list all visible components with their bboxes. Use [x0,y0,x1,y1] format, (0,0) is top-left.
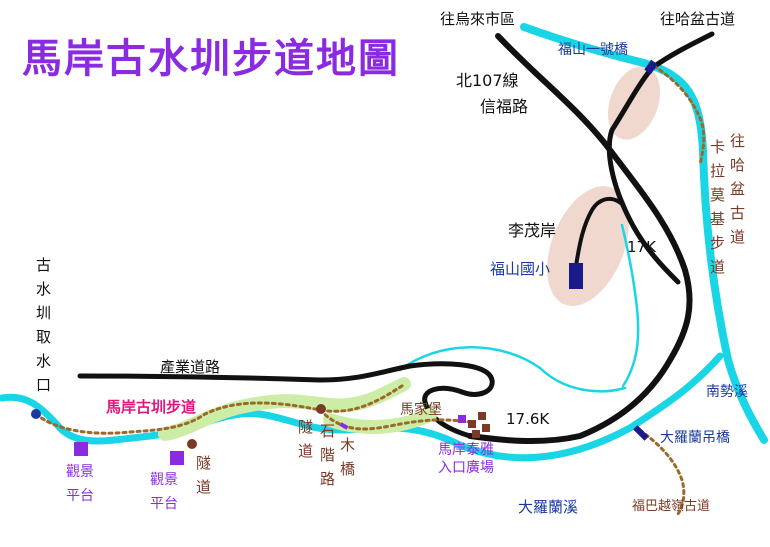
observation-platform-1 [74,442,88,456]
label-entrance-plaza-2: 入口廣場 [438,459,494,476]
vlabel-char: 古 [730,204,745,222]
peak-shade-limaoan [547,186,629,306]
vlabel-char: 橋 [340,460,355,478]
vlabel-char: 取 [36,328,51,346]
label-obs-1b: 平台 [66,488,94,504]
label-entrance-plaza-1: 馬岸泰雅 [438,442,494,458]
majia-buildings [458,412,490,438]
label-obs-2a: 觀景 [150,472,178,488]
vlabel-char: 水 [36,352,51,370]
vlabel-char: 隧 [196,454,211,472]
fushan-bridge1-marker [644,59,658,75]
vlabel-char: 路 [320,470,335,488]
label-industry-road: 產業道路 [160,358,220,376]
majia-switchback-road [77,361,495,439]
label-obs-2b: 平台 [150,496,178,512]
label-xinfu-road: 信福路 [480,97,528,116]
wood-bridge-marker [339,422,349,430]
tunnel-marker-1 [187,439,197,449]
label-karamoji: 卡 拉 莫 基 步 道 [710,138,725,276]
label-fuba-trail: 福巴越嶺古道 [632,499,710,514]
building [458,415,466,423]
label-obs-1a: 觀景 [66,464,94,480]
label-nanshi-creek: 南勢溪 [706,384,748,400]
vlabel-char: 道 [298,442,313,460]
vlabel-char: 道 [196,478,211,496]
vlabel-char: 基 [710,210,725,228]
stone-step-trail [318,408,472,431]
vlabel-char: 圳 [36,304,51,322]
fuba-trail-line [638,428,686,516]
peak-shade-north [607,66,661,140]
label-to-hapen-side: 往 哈 盆 古 道 [730,132,745,246]
label-hwy-107: 北107線 [456,71,519,90]
label-intake: 古 水 圳 取 水 口 [36,256,51,394]
label-trail-name: 馬岸古圳步道 [106,398,196,416]
label-daluolan-bridge: 大羅蘭吊橋 [660,430,730,446]
vlabel-char: 水 [36,280,51,298]
label-to-wulai: 往烏來市區 [440,10,515,28]
peak-shading [547,66,661,306]
tributary-west [398,346,627,393]
markers [31,59,658,465]
label-km-17: 17K [627,238,657,256]
vlabel-char: 石 [320,422,335,440]
label-limaoan: 李茂岸 [508,221,556,240]
rivers [0,23,768,462]
label-wood-bridge: 木 橋 [340,436,355,478]
map-title: 馬岸古水圳步道地圖 [22,36,400,82]
vlabel-char: 口 [36,376,51,394]
vlabel-char: 道 [730,228,745,246]
tributary-center [620,223,640,388]
building [482,424,490,432]
tunnel-marker-2 [316,404,326,414]
vlabel-char: 哈 [730,156,745,174]
fushan-school-building [569,263,583,289]
building [468,420,476,428]
hapen-connector-road [606,31,715,285]
vlabel-char: 木 [340,436,355,454]
building [478,412,486,420]
label-tunnel-1: 隧 道 [196,454,211,496]
vlabel-char: 道 [710,258,725,276]
hwy-107-road [467,33,693,445]
nanshi-creek-river [520,23,768,444]
building [472,430,480,438]
label-daluolan-creek: 大羅蘭溪 [518,498,578,516]
label-stone-steps: 石 階 路 [320,422,335,488]
trail-dashes [34,64,706,516]
daluolan-bridge-marker [633,425,649,441]
label-majia-fort: 馬家堡 [400,401,442,418]
vlabel-char: 古 [36,256,51,274]
daluolan-creek-river [0,352,724,462]
vlabel-char: 往 [730,132,745,150]
vlabel-char: 拉 [710,162,725,180]
label-to-hapen-top: 往哈盆古道 [660,10,735,28]
roads [77,31,715,445]
vlabel-char: 階 [320,446,335,464]
intake-marker [31,409,41,419]
karamoji-trail [652,64,706,166]
limaoan-spur-road [574,196,624,268]
observation-platform-2 [170,451,184,465]
label-km-17-6: 17.6K [506,410,550,428]
vlabel-char: 卡 [710,138,725,156]
label-tunnel-2: 隧 道 [298,418,313,460]
vlabel-char: 隧 [298,418,313,436]
main-trail [34,382,407,435]
label-fushan-bridge1: 福山一號橋 [558,42,628,58]
vlabel-char: 步 [710,234,725,252]
vlabel-char: 莫 [710,186,725,204]
vlabel-char: 盆 [730,180,745,198]
label-fushan-school: 福山國小 [490,260,550,278]
